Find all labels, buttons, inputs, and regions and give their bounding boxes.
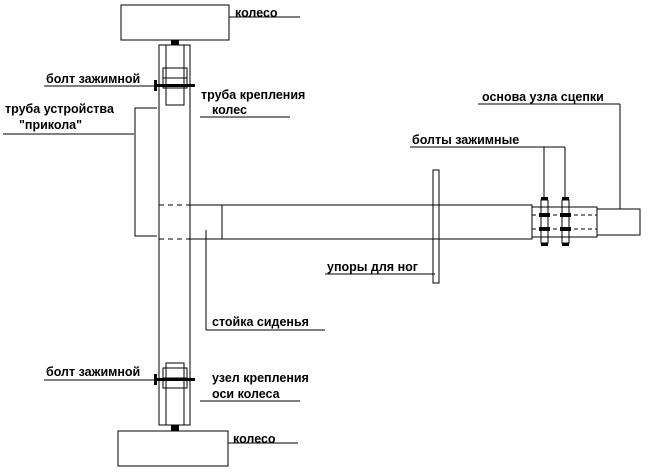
axle-end-top [171,40,179,45]
axle-end-bottom [171,425,179,431]
label-wheel-bottom: колесо [233,432,276,446]
label-wheel-tube-2: колес [212,103,247,117]
label-axle-mount-2: оси колеса [212,387,280,401]
clamp-bolt-top-shape [155,84,195,87]
hitch-clamp-body [531,206,598,238]
label-trick-tube-2: "прикола" [19,118,83,132]
wheel-top-shape [120,4,230,41]
trick-tube-outline [134,107,157,237]
label-clamp-bolts: болты зажимные [412,133,520,147]
axle-stub-top [165,44,185,106]
label-axle-mount-1: узел крепления [212,371,309,385]
label-seat-post: стойка сиденья [212,315,309,329]
label-wheel-tube-1: труба крепления [201,88,306,102]
wheel-bottom-shape [117,430,229,467]
label-wheel-top: колесо [235,6,278,20]
label-hitch-base: основа узла сцепки [482,90,604,104]
main-beam-shape [221,204,533,240]
label-foot-rests: упоры для ног [327,260,418,274]
label-clamp-bolt-bottom: болт зажимной [46,365,141,379]
hitch-base-shape [596,208,641,236]
clamp-bolt-bottom-shape [155,378,195,381]
axle-stub-bottom [165,362,185,426]
label-clamp-bolt-top: болт зажимной [46,72,141,86]
label-trick-tube-1: труба устройства [5,102,114,116]
foot-rest-rod [432,169,440,284]
